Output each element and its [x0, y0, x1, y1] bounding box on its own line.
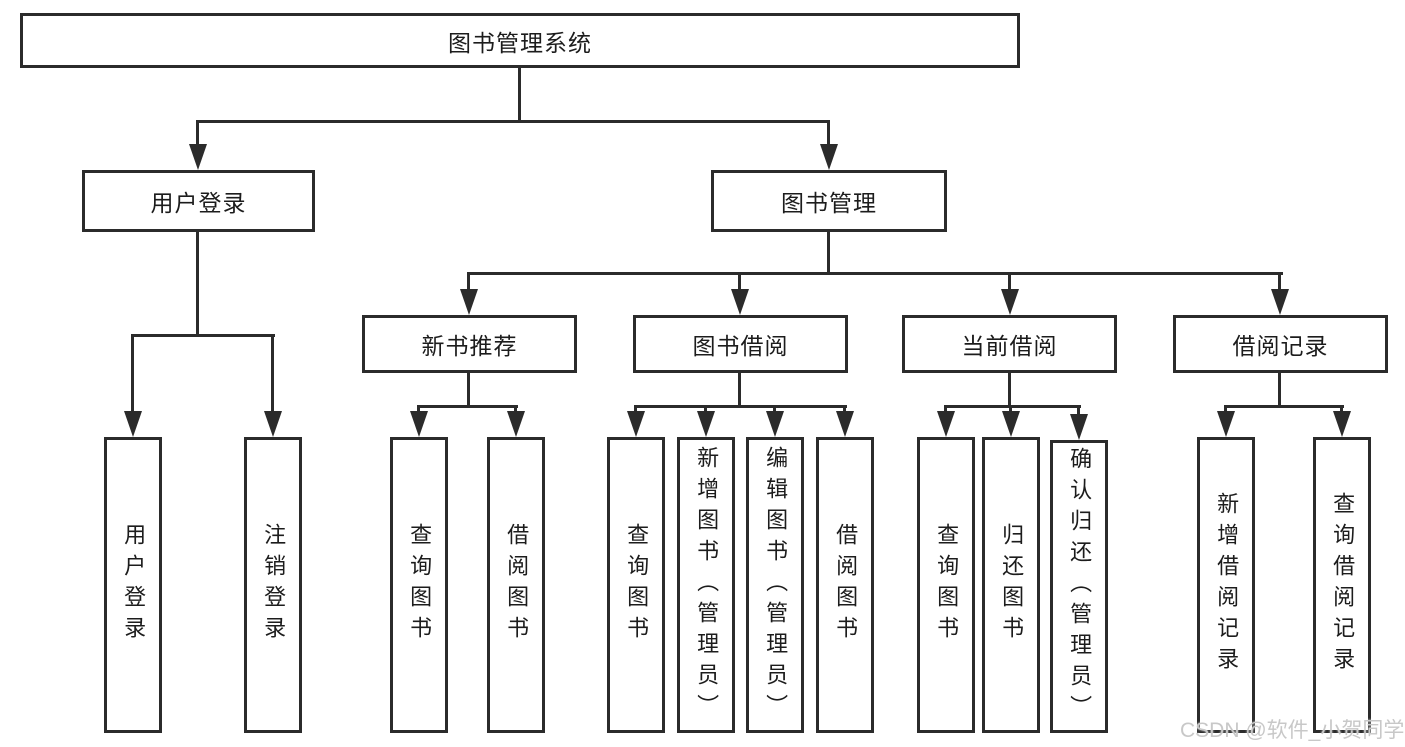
connector-stub-leaf-user-login [131, 334, 134, 414]
node-leaf-user-login: 用户登录 [104, 437, 162, 733]
arrowhead-down-icon [1217, 411, 1235, 437]
arrowhead-down-icon [766, 411, 784, 437]
node-label: 图书借阅 [692, 333, 789, 359]
node-leaf-bb-query-books: 查询图书 [607, 437, 665, 733]
node-label: 注销登录 [261, 523, 287, 647]
connector-stub-leaf-logout [271, 334, 274, 414]
node-leaf-cb-query-books: 查询图书 [917, 437, 975, 733]
connector-current-borrowing-cross-line [944, 405, 1081, 408]
node-leaf-br-add-record: 新增借阅记录 [1197, 437, 1255, 733]
node-user-login: 用户登录 [82, 170, 315, 232]
arrowhead-down-icon [264, 411, 282, 437]
node-leaf-nb-query-books: 查询图书 [390, 437, 448, 733]
node-current-borrowing: 当前借阅 [902, 315, 1117, 373]
connector-new-book-drop-line [467, 373, 470, 408]
node-new-book-recommend: 新书推荐 [362, 315, 577, 373]
connector-stub-bb-query [634, 405, 637, 415]
arrowhead-down-icon [627, 411, 645, 437]
connector-stub-br-add [1224, 405, 1227, 415]
arrowhead-down-icon [189, 144, 207, 170]
connector-stub-cb-confirm [1077, 405, 1080, 415]
node-label: 图书管理系统 [448, 29, 592, 56]
connector-stub-borrowing-records [1278, 272, 1281, 292]
node-label: 借阅图书 [833, 523, 859, 647]
arrowhead-down-icon [1001, 289, 1019, 315]
node-label: 查询图书 [624, 523, 650, 647]
connector-stub-book-management [827, 120, 830, 148]
node-leaf-nb-borrow-books: 借阅图书 [487, 437, 545, 733]
connector-user-login-cross-line [131, 334, 275, 337]
arrowhead-down-icon [820, 144, 838, 170]
node-leaf-bb-borrow-books: 借阅图书 [816, 437, 874, 733]
node-label: 查询图书 [407, 523, 433, 647]
node-label: 查询借阅记录 [1330, 492, 1356, 678]
node-label: 借阅图书 [504, 523, 530, 647]
connector-book-borrowing-cross-line [634, 405, 847, 408]
node-label: 归还图书 [999, 523, 1025, 647]
node-leaf-br-query-record: 查询借阅记录 [1313, 437, 1371, 733]
node-label: 确认归还（管理员） [1067, 447, 1093, 726]
connector-root-cross-line [196, 120, 830, 123]
connector-stub-cb-query [944, 405, 947, 415]
node-leaf-cb-return-books: 归还图书 [982, 437, 1040, 733]
node-borrowing-records: 借阅记录 [1173, 315, 1388, 373]
connector-stub-nb-borrow [514, 405, 517, 415]
arrowhead-down-icon [410, 411, 428, 437]
connector-book-management-cross-line [467, 272, 1283, 275]
connector-new-book-cross-line [417, 405, 518, 408]
node-book-management-system: 图书管理系统 [20, 13, 1020, 68]
arrowhead-down-icon [1333, 411, 1351, 437]
node-leaf-bb-edit-books-admin: 编辑图书（管理员） [746, 437, 804, 733]
connector-user-login-drop-line [196, 232, 199, 336]
connector-stub-bb-borrow [843, 405, 846, 415]
node-leaf-logout: 注销登录 [244, 437, 302, 733]
arrowhead-down-icon [124, 411, 142, 437]
node-label: 用户登录 [150, 190, 247, 216]
node-label: 新书推荐 [421, 333, 518, 359]
connector-borrowing-records-cross-line [1224, 405, 1344, 408]
node-label: 借阅记录 [1232, 333, 1329, 359]
node-label: 当前借阅 [961, 333, 1058, 359]
node-label: 用户登录 [121, 523, 147, 647]
connector-stub-nb-query [417, 405, 420, 415]
connector-stub-current-borrowing [1008, 272, 1011, 292]
node-label: 图书管理 [781, 190, 877, 216]
node-label: 查询图书 [934, 523, 960, 647]
watermark: CSDN @软件_小贺同学 [1180, 719, 1405, 742]
arrowhead-down-icon [697, 411, 715, 437]
arrowhead-down-icon [1002, 411, 1020, 437]
node-label: 编辑图书（管理员） [763, 445, 789, 725]
connector-stub-br-query [1340, 405, 1343, 415]
connector-borrowing-records-drop-line [1278, 373, 1281, 408]
arrowhead-down-icon [731, 289, 749, 315]
connector-book-borrowing-drop-line [738, 373, 741, 408]
connector-book-management-drop-line [827, 232, 830, 275]
arrowhead-down-icon [836, 411, 854, 437]
node-leaf-bb-add-books-admin: 新增图书（管理员） [677, 437, 735, 733]
node-book-borrowing: 图书借阅 [633, 315, 848, 373]
arrowhead-down-icon [1070, 414, 1088, 440]
arrowhead-down-icon [937, 411, 955, 437]
connector-current-borrowing-drop-line [1008, 373, 1011, 408]
arrowhead-down-icon [460, 289, 478, 315]
connector-stub-new-book-recommend [467, 272, 470, 292]
connector-stub-user-login [196, 120, 199, 148]
connector-stub-cb-return [1009, 405, 1012, 415]
arrowhead-down-icon [507, 411, 525, 437]
connector-stub-bb-add [704, 405, 707, 415]
node-label: 新增借阅记录 [1214, 492, 1240, 678]
node-label: 新增图书（管理员） [694, 445, 720, 725]
connector-root-drop-line [518, 68, 521, 120]
connector-stub-bb-edit [773, 405, 776, 415]
connector-stub-book-borrowing [738, 272, 741, 292]
node-book-management: 图书管理 [711, 170, 947, 232]
node-leaf-cb-confirm-return-admin: 确认归还（管理员） [1050, 440, 1108, 733]
arrowhead-down-icon [1271, 289, 1289, 315]
